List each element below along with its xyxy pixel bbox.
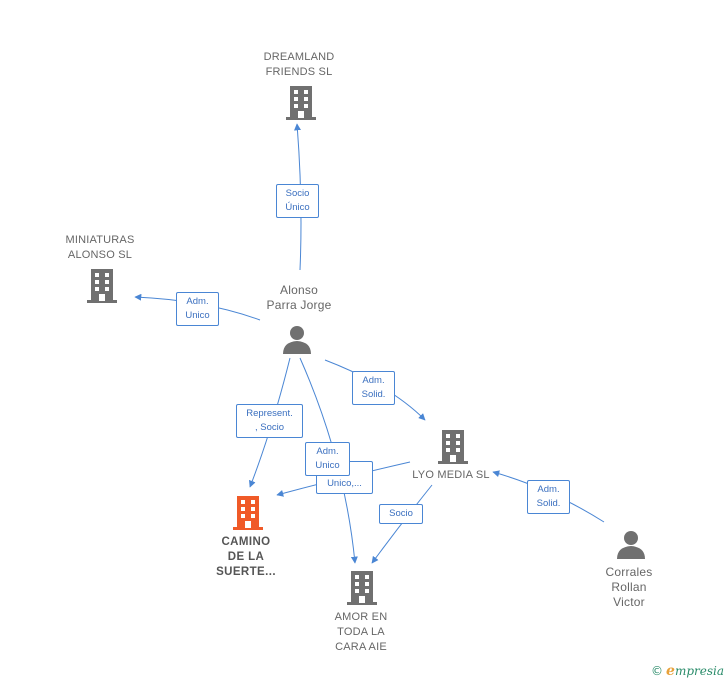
node-label-amor-en-toda-la-cara[interactable]: AMOR EN TODA LA CARA AIE — [334, 611, 388, 653]
building-icon — [286, 86, 316, 120]
edge-label-adm-unico-amor: Adm. Unico — [305, 442, 350, 476]
edge-label-adm-solid-alonso-lyo: Adm. Solid. — [352, 371, 395, 405]
building-icon-highlight — [233, 496, 263, 530]
person-icon — [283, 326, 311, 354]
edge-lyo-amor — [371, 484, 433, 564]
edge-label-represent-socio: Represent. , Socio — [236, 404, 303, 438]
node-label-alonso-parra-jorge[interactable]: Alonso Parra Jorge — [266, 283, 332, 312]
building-icon — [438, 430, 468, 464]
node-label-dreamland-friends[interactable]: DREAMLAND FRIENDS SL — [263, 51, 335, 78]
empresia-logo: ©empresia — [651, 663, 724, 679]
building-icon — [347, 571, 377, 605]
person-icon — [617, 531, 645, 559]
building-icon — [87, 269, 117, 303]
node-label-corrales-rollan-victor[interactable]: Corrales Rollan Victor — [605, 565, 653, 609]
edge-label-socio-unico: Socio Único — [276, 184, 319, 218]
node-label-camino-de-la-suerte[interactable]: CAMINO DE LA SUERTE... — [216, 536, 276, 578]
edge-label-socio: Socio — [379, 504, 423, 524]
node-label-miniaturas-alonso[interactable]: MINIATURAS ALONSO SL — [65, 234, 135, 261]
edge-label-adm-solid-corrales-lyo: Adm. Solid. — [527, 480, 570, 514]
node-label-lyo-media[interactable]: LYO MEDIA SL — [412, 469, 490, 481]
edge-label-adm-unico-miniaturas: Adm. Unico — [176, 292, 219, 326]
